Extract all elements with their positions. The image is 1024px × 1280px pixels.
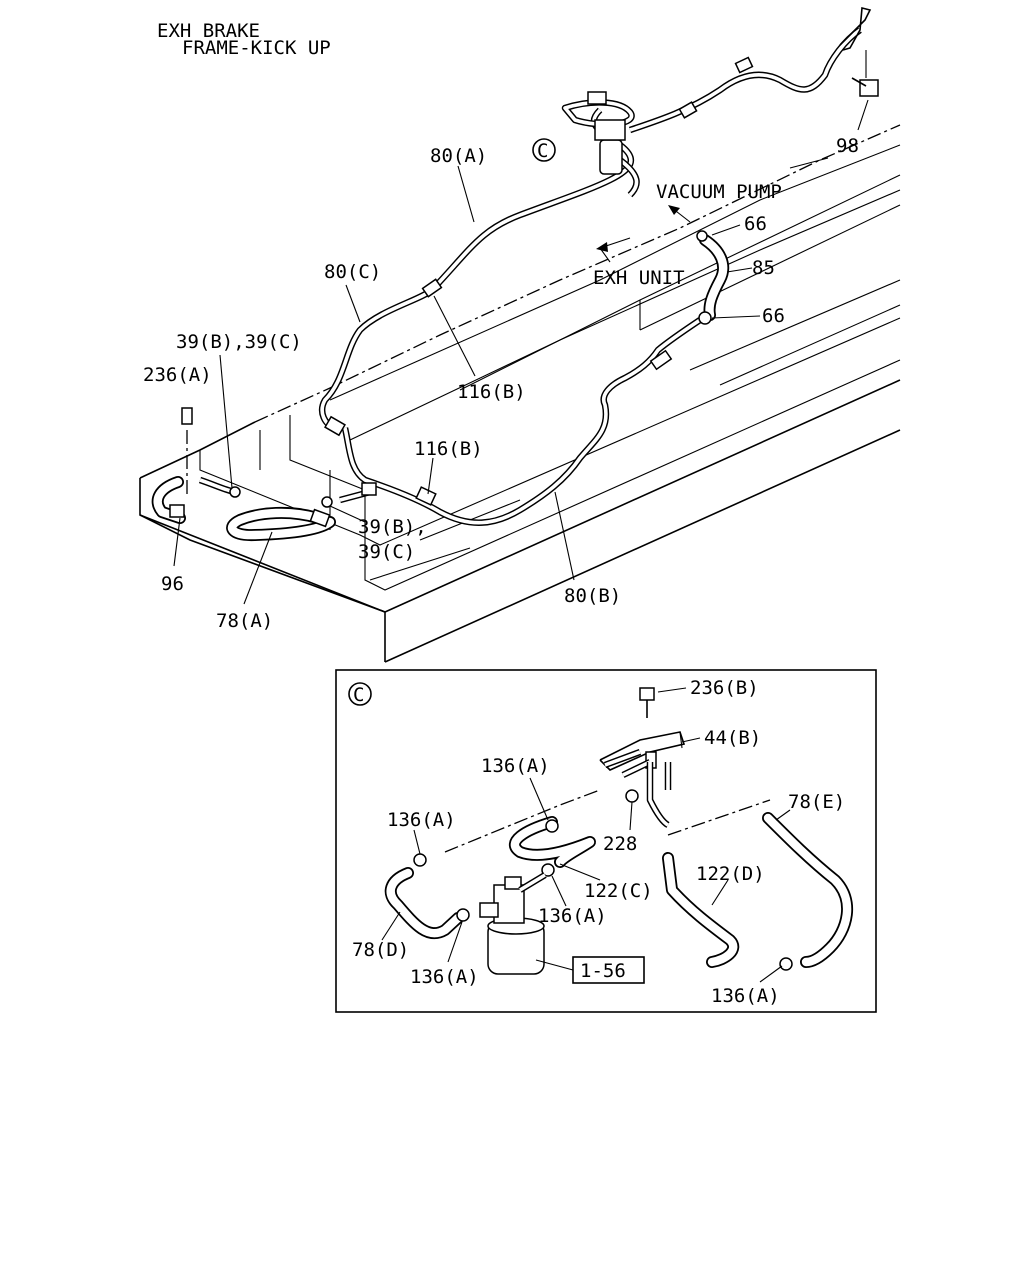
label-80a: 80(A) (430, 145, 487, 167)
detail-bracket-44b (599, 687, 686, 771)
diagram-title-line1: EXH BRAKE (157, 20, 260, 42)
svg-text:C: C (537, 140, 548, 162)
label-78a: 78(A) (216, 610, 273, 632)
chassis-frame (139, 124, 901, 663)
label-122d: 122(D) (696, 863, 765, 885)
hose-96-elbow (151, 476, 186, 524)
detail-c-marker: C (348, 682, 372, 706)
label-66-top: 66 (744, 213, 767, 235)
pipe-left-lower (198, 476, 371, 504)
label-122c: 122(C) (584, 880, 653, 902)
label-116b-top: 116(B) (457, 381, 526, 403)
pipe-upper-right (628, 27, 862, 134)
detail-c-frame (335, 669, 877, 1013)
pipe-80c (318, 287, 435, 432)
label-39b-lower: 39(B), (358, 516, 427, 538)
label-236b: 236(B) (690, 677, 759, 699)
label-80c: 80(C) (324, 261, 381, 283)
label-44b: 44(B) (704, 727, 761, 749)
label-39bc-top: 39(B),39(C) (176, 331, 302, 353)
label-98: 98 (836, 135, 859, 157)
detail-solenoid-valve (479, 872, 547, 975)
detail-clamps (413, 789, 793, 971)
svg-text:C: C (353, 684, 364, 706)
label-116b-bottom: 116(B) (414, 438, 483, 460)
label-136a-top: 136(A) (481, 755, 550, 777)
label-78e: 78(E) (788, 791, 845, 813)
label-78d: 78(D) (352, 939, 409, 961)
bracket-98 (839, 6, 879, 97)
label-80b: 80(B) (564, 585, 621, 607)
leader-lines-main (173, 99, 869, 605)
label-vacuum-pump: VACUUM PUMP (656, 181, 782, 203)
label-236a: 236(A) (143, 364, 212, 386)
label-exh-unit: EXH UNIT (593, 267, 685, 289)
label-228: 228 (603, 833, 637, 855)
label-39c-lower: 39(C) (358, 541, 415, 563)
hose-78a (226, 506, 336, 542)
solenoid-valve-main (561, 91, 635, 175)
diagram-title-line2: FRAME-KICK UP (182, 37, 331, 59)
pipe-to-exh-unit (617, 157, 640, 198)
circle-c-marker: C (532, 138, 556, 162)
label-66-bottom: 66 (762, 305, 785, 327)
label-136a-left: 136(A) (387, 809, 456, 831)
label-136a-mid: 136(A) (538, 905, 607, 927)
label-136a-bottom: 136(A) (410, 966, 479, 988)
label-136a-right: 136(A) (711, 985, 780, 1007)
label-96: 96 (161, 573, 184, 595)
svg-text:1-56: 1-56 (580, 960, 626, 982)
pipe-80b (341, 317, 702, 526)
ref-box-1-56: 1-56 (572, 956, 645, 984)
label-85: 85 (752, 257, 775, 279)
hose-85 (699, 234, 730, 321)
detail-pipes (444, 748, 771, 853)
leader-lines-detail (381, 687, 791, 983)
detail-hoses (384, 812, 854, 968)
